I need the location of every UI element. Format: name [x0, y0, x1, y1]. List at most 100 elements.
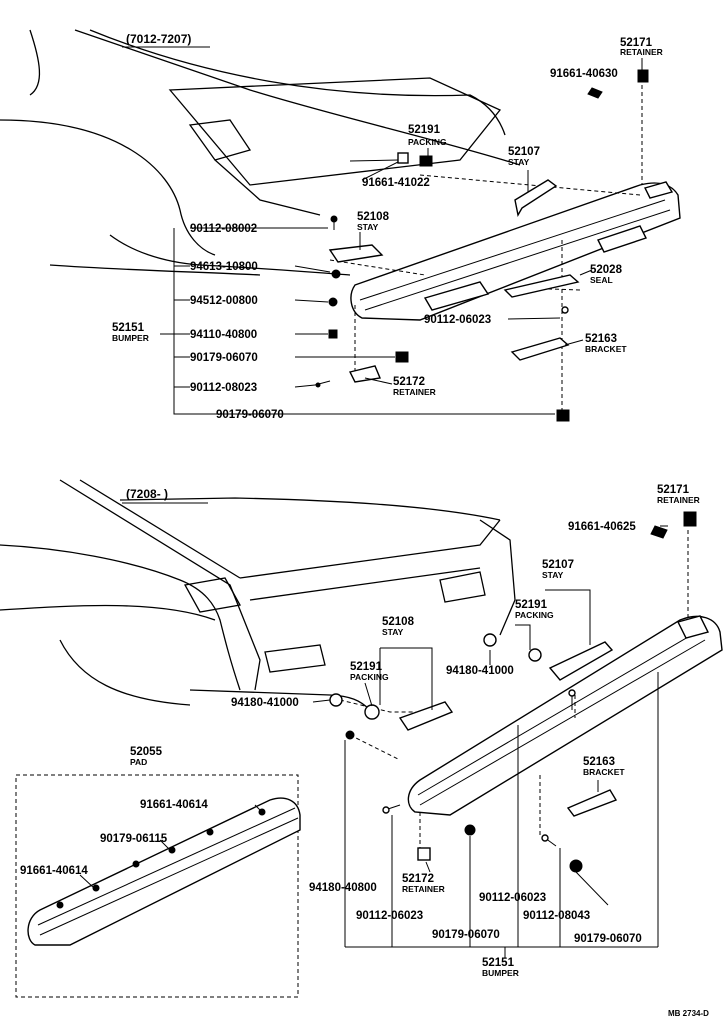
- clip-icon: [132, 860, 140, 868]
- bolt-icon: [568, 689, 576, 697]
- part-name: PACKING: [515, 610, 554, 620]
- part-number: 90112-08002: [190, 223, 257, 235]
- part-number: 52028: [590, 264, 623, 276]
- clip-icon: [587, 87, 603, 99]
- period-label-top: (7012-7207): [126, 32, 191, 46]
- bolt-icon: [541, 834, 549, 842]
- car-body-top: [0, 29, 521, 276]
- part-name: BUMPER: [112, 333, 149, 343]
- part-name: BRACKET: [585, 344, 627, 354]
- part-name: STAY: [508, 157, 530, 167]
- stay-icon: [548, 641, 614, 681]
- reference-code: MB 2734-D: [668, 1009, 709, 1018]
- clip-icon: [168, 846, 176, 854]
- part-number: 90179-06070: [432, 929, 500, 941]
- bolt-icon: [315, 382, 321, 388]
- part-name: STAY: [382, 627, 404, 637]
- nut-icon: [569, 859, 583, 873]
- nut-icon: [331, 269, 341, 279]
- part-number: 90179-06070: [574, 933, 642, 945]
- car-body-bottom: [0, 479, 516, 711]
- bracket-lines-top: [160, 58, 643, 415]
- part-name: BRACKET: [583, 767, 625, 777]
- retainer-icon: [348, 365, 381, 383]
- part-number: 91661-41022: [362, 177, 430, 189]
- part-number: 94180-40800: [309, 882, 377, 894]
- part-number: 52191: [350, 661, 383, 673]
- part-name: PACKING: [350, 672, 389, 682]
- clip-icon: [397, 152, 409, 164]
- part-number: 52108: [382, 616, 415, 628]
- washer-icon: [329, 693, 343, 707]
- part-number: 52151: [482, 957, 515, 969]
- labels-top: (7012-7207) 52171 RETAINER 91661-40630 5…: [112, 32, 663, 421]
- nut-icon: [464, 824, 476, 836]
- part-number: 91661-40625: [568, 521, 636, 533]
- clip-icon: [206, 828, 214, 836]
- nut-icon: [556, 409, 570, 422]
- part-number: 52171: [620, 37, 653, 49]
- part-number: 90112-08023: [190, 382, 257, 394]
- part-number: 94180-41000: [446, 665, 514, 677]
- part-number: 52191: [515, 599, 548, 611]
- part-number: 94180-41000: [231, 697, 299, 709]
- part-number: 94110-40800: [190, 329, 257, 341]
- part-name: SEAL: [590, 275, 613, 285]
- pad-box: [15, 774, 301, 998]
- part-name: PAD: [130, 757, 147, 767]
- washer-icon: [483, 633, 497, 647]
- clip-icon: [650, 525, 668, 539]
- bracket-icon: [566, 789, 618, 817]
- part-name: RETAINER: [393, 387, 436, 397]
- part-number: 91661-40630: [550, 68, 618, 80]
- small-parts-top: [314, 69, 649, 422]
- stay-icon: [514, 179, 558, 217]
- small-parts-bottom: [56, 511, 697, 909]
- part-number: 52163: [585, 333, 617, 345]
- part-number: 52108: [357, 211, 390, 223]
- bumper-bottom: [407, 615, 723, 816]
- part-number: 90112-06023: [479, 892, 546, 904]
- part-number: 52055: [130, 746, 163, 758]
- retainer-icon: [637, 69, 649, 83]
- bolt-icon: [382, 806, 390, 814]
- bracket-icon: [510, 337, 570, 361]
- part-name: RETAINER: [620, 47, 663, 57]
- part-number: 94512-00800: [190, 295, 258, 307]
- bolt-icon: [561, 306, 569, 314]
- part-name: BUMPER: [482, 968, 519, 978]
- part-number: 90112-08043: [523, 910, 590, 922]
- part-number: 52171: [657, 484, 690, 496]
- part-number: 52172: [402, 873, 434, 885]
- packing-icon: [419, 155, 433, 167]
- part-number: 52107: [508, 146, 540, 158]
- part-number: 94613-10800: [190, 261, 258, 273]
- part-number: 90179-06070: [216, 409, 284, 421]
- part-number: 90179-06115: [100, 833, 168, 845]
- part-name: RETAINER: [402, 884, 445, 894]
- part-name: STAY: [542, 570, 564, 580]
- period-label-bottom: (7208- ): [126, 487, 168, 501]
- part-number: 91661-40614: [20, 865, 88, 877]
- clip-icon: [92, 884, 100, 892]
- packing-icon: [364, 704, 380, 720]
- stay-icon: [328, 244, 384, 263]
- clip-icon: [56, 901, 64, 909]
- bracket-lines-bottom: [79, 525, 668, 958]
- part-number: 52163: [583, 756, 615, 768]
- part-name: PACKING: [408, 137, 447, 147]
- part-name: STAY: [357, 222, 379, 232]
- retainer-icon: [683, 511, 697, 527]
- retainer-icon: [417, 847, 431, 861]
- stay-icon: [398, 701, 454, 731]
- part-number: 91661-40614: [140, 799, 208, 811]
- nut-icon: [328, 329, 338, 339]
- seal-icon: [503, 274, 580, 298]
- nut-icon: [395, 351, 409, 363]
- part-number: 90179-06070: [190, 352, 258, 364]
- part-number: 52107: [542, 559, 574, 571]
- part-name: RETAINER: [657, 495, 700, 505]
- part-number: 52191: [408, 124, 441, 136]
- part-number: 52151: [112, 322, 145, 334]
